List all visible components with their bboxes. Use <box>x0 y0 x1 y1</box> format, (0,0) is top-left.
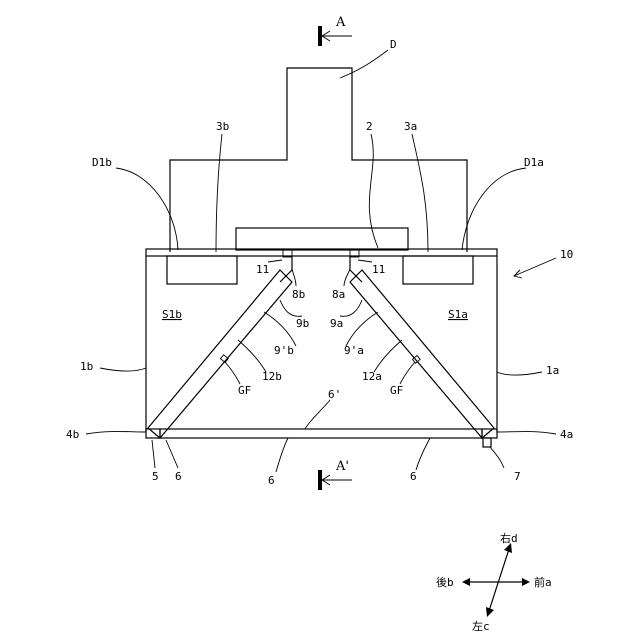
label-8a: 8a <box>332 288 345 301</box>
leader-11-left <box>268 260 282 262</box>
bottom-bar-6 <box>160 429 482 438</box>
label-9pa: 9'a <box>344 344 364 357</box>
section-arrow-top <box>322 31 352 41</box>
label-9b: 9b <box>296 317 309 330</box>
leader-D1a <box>462 168 526 250</box>
leader-9pb <box>264 312 296 346</box>
label-5: 5 <box>152 470 159 483</box>
leader-10 <box>514 258 556 278</box>
plate-12a <box>350 270 494 438</box>
label-12a: 12a <box>362 370 382 383</box>
section-label-bottom: A' <box>335 459 349 474</box>
leader-11-right <box>358 260 372 262</box>
compass-arrow-rear <box>462 578 470 586</box>
label-D: D <box>390 38 397 51</box>
label-GF-left: GF <box>238 384 251 397</box>
leader-5 <box>152 440 155 468</box>
compass-arrow-front <box>522 578 530 586</box>
leader-9b <box>280 300 302 316</box>
label-11-left: 11 <box>256 263 269 276</box>
label-GF-right: GF <box>390 384 403 397</box>
part-7-block <box>483 438 491 447</box>
label-7: 7 <box>514 470 521 483</box>
leader-7 <box>490 447 504 468</box>
label-1b: 1b <box>80 360 93 373</box>
label-S1a: S1a <box>448 308 468 321</box>
leader-3a <box>412 134 428 252</box>
leader-6prime <box>305 400 330 429</box>
leader-4a <box>497 432 556 435</box>
label-8b: 8b <box>292 288 305 301</box>
duct-outline <box>170 68 467 252</box>
compass-label-right: 右d <box>500 531 518 545</box>
leader-2 <box>369 134 378 248</box>
label-9a: 9a <box>330 317 343 330</box>
plate-12b <box>148 270 292 438</box>
leader-9a <box>340 300 362 316</box>
center-plate <box>236 228 408 250</box>
label-6prime: 6' <box>328 388 341 401</box>
leader-6-right <box>416 438 430 470</box>
label-D1b: D1b <box>92 156 112 169</box>
label-6-left: 6 <box>175 470 182 483</box>
compass-label-left: 左c <box>472 620 490 633</box>
leader-D <box>340 50 388 78</box>
label-3a: 3a <box>404 120 417 133</box>
leader-12b <box>238 340 266 372</box>
leader-GF-left <box>225 362 240 384</box>
compass-left-right-axis <box>488 546 510 614</box>
compass-arrow-left <box>486 607 494 617</box>
compass-label-rear: 後b <box>436 575 454 589</box>
label-10: 10 <box>560 248 573 261</box>
leader-1a <box>497 372 542 375</box>
label-1a: 1a <box>546 364 559 377</box>
label-2: 2 <box>366 120 373 133</box>
leader-6-mid <box>276 438 288 472</box>
leader-8a <box>344 268 350 286</box>
leader-12a <box>374 340 402 372</box>
leader-1b <box>100 368 146 371</box>
label-S1b: S1b <box>162 308 182 321</box>
leader-8b <box>292 268 296 286</box>
outlet-3b <box>167 256 237 284</box>
label-4b: 4b <box>66 428 79 441</box>
leader-3b <box>216 134 222 252</box>
label-3b: 3b <box>216 120 229 133</box>
outlet-3a <box>403 256 473 284</box>
leader-6-left <box>166 440 178 468</box>
leader-GF-right <box>400 362 415 384</box>
label-11-right: 11 <box>372 263 385 276</box>
leader-9pa <box>346 312 378 346</box>
label-4a: 4a <box>560 428 573 441</box>
leader-4b <box>86 432 146 435</box>
label-12b: 12b <box>262 370 282 383</box>
label-D1a: D1a <box>524 156 544 169</box>
section-arrow-bottom <box>322 475 352 485</box>
section-label-top: A <box>335 15 346 30</box>
leader-D1b <box>116 168 178 250</box>
label-6-mid: 6 <box>268 474 275 487</box>
compass-label-front: 前a <box>534 575 552 589</box>
label-6-right: 6 <box>410 470 417 483</box>
label-9pb: 9'b <box>274 344 294 357</box>
